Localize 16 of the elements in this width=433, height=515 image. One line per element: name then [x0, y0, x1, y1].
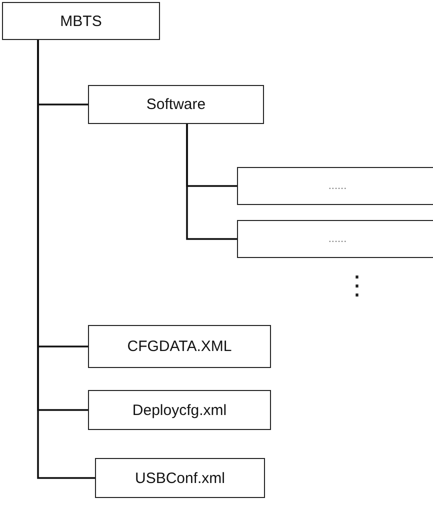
file-box [237, 167, 433, 205]
continuation-dots: ⋮ [344, 272, 370, 298]
file-box [237, 220, 433, 258]
file-box [2, 2, 160, 40]
file-box [88, 390, 271, 430]
node-label: Software [146, 96, 206, 113]
file-box [95, 458, 265, 498]
node-label: Deploycfg.xml [132, 402, 227, 418]
file-box [88, 85, 264, 124]
file-box [88, 325, 271, 368]
node-label: MBTS [60, 12, 102, 30]
node-label: CFGDATA.XML [127, 338, 232, 355]
node-label: USBConf.xml [134, 470, 226, 486]
node-label: ...... [328, 180, 347, 192]
connector-line [186, 124, 237, 240]
node-label: ...... [328, 233, 347, 245]
